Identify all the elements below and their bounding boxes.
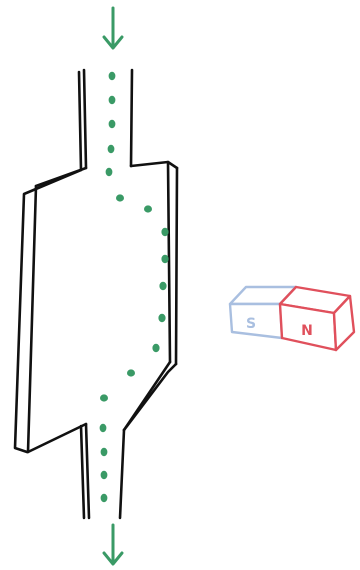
particle-trail [99, 71, 169, 503]
particle [127, 369, 135, 377]
arrow-down-icon [102, 6, 124, 50]
south-pole-label: S [246, 316, 256, 332]
particle [158, 313, 166, 323]
north-pole-label: N [301, 323, 313, 339]
particle [161, 227, 169, 237]
particle [108, 119, 116, 129]
particle [159, 281, 167, 291]
magnet-south-pole [228, 285, 298, 340]
flow-channel [13, 68, 179, 520]
particle [107, 144, 115, 154]
particle [144, 205, 152, 213]
particle [152, 343, 160, 353]
particle [100, 447, 108, 457]
particle [100, 493, 108, 503]
magnet-north-pole [278, 285, 356, 352]
particle [100, 470, 108, 480]
particle [100, 394, 108, 402]
particle [161, 254, 169, 264]
particle [105, 167, 113, 177]
particle [108, 95, 116, 105]
bar-magnet: S N [228, 285, 356, 352]
arrow-down-icon [102, 523, 124, 566]
particle [99, 423, 107, 433]
particle [108, 71, 116, 81]
particle [116, 194, 124, 202]
